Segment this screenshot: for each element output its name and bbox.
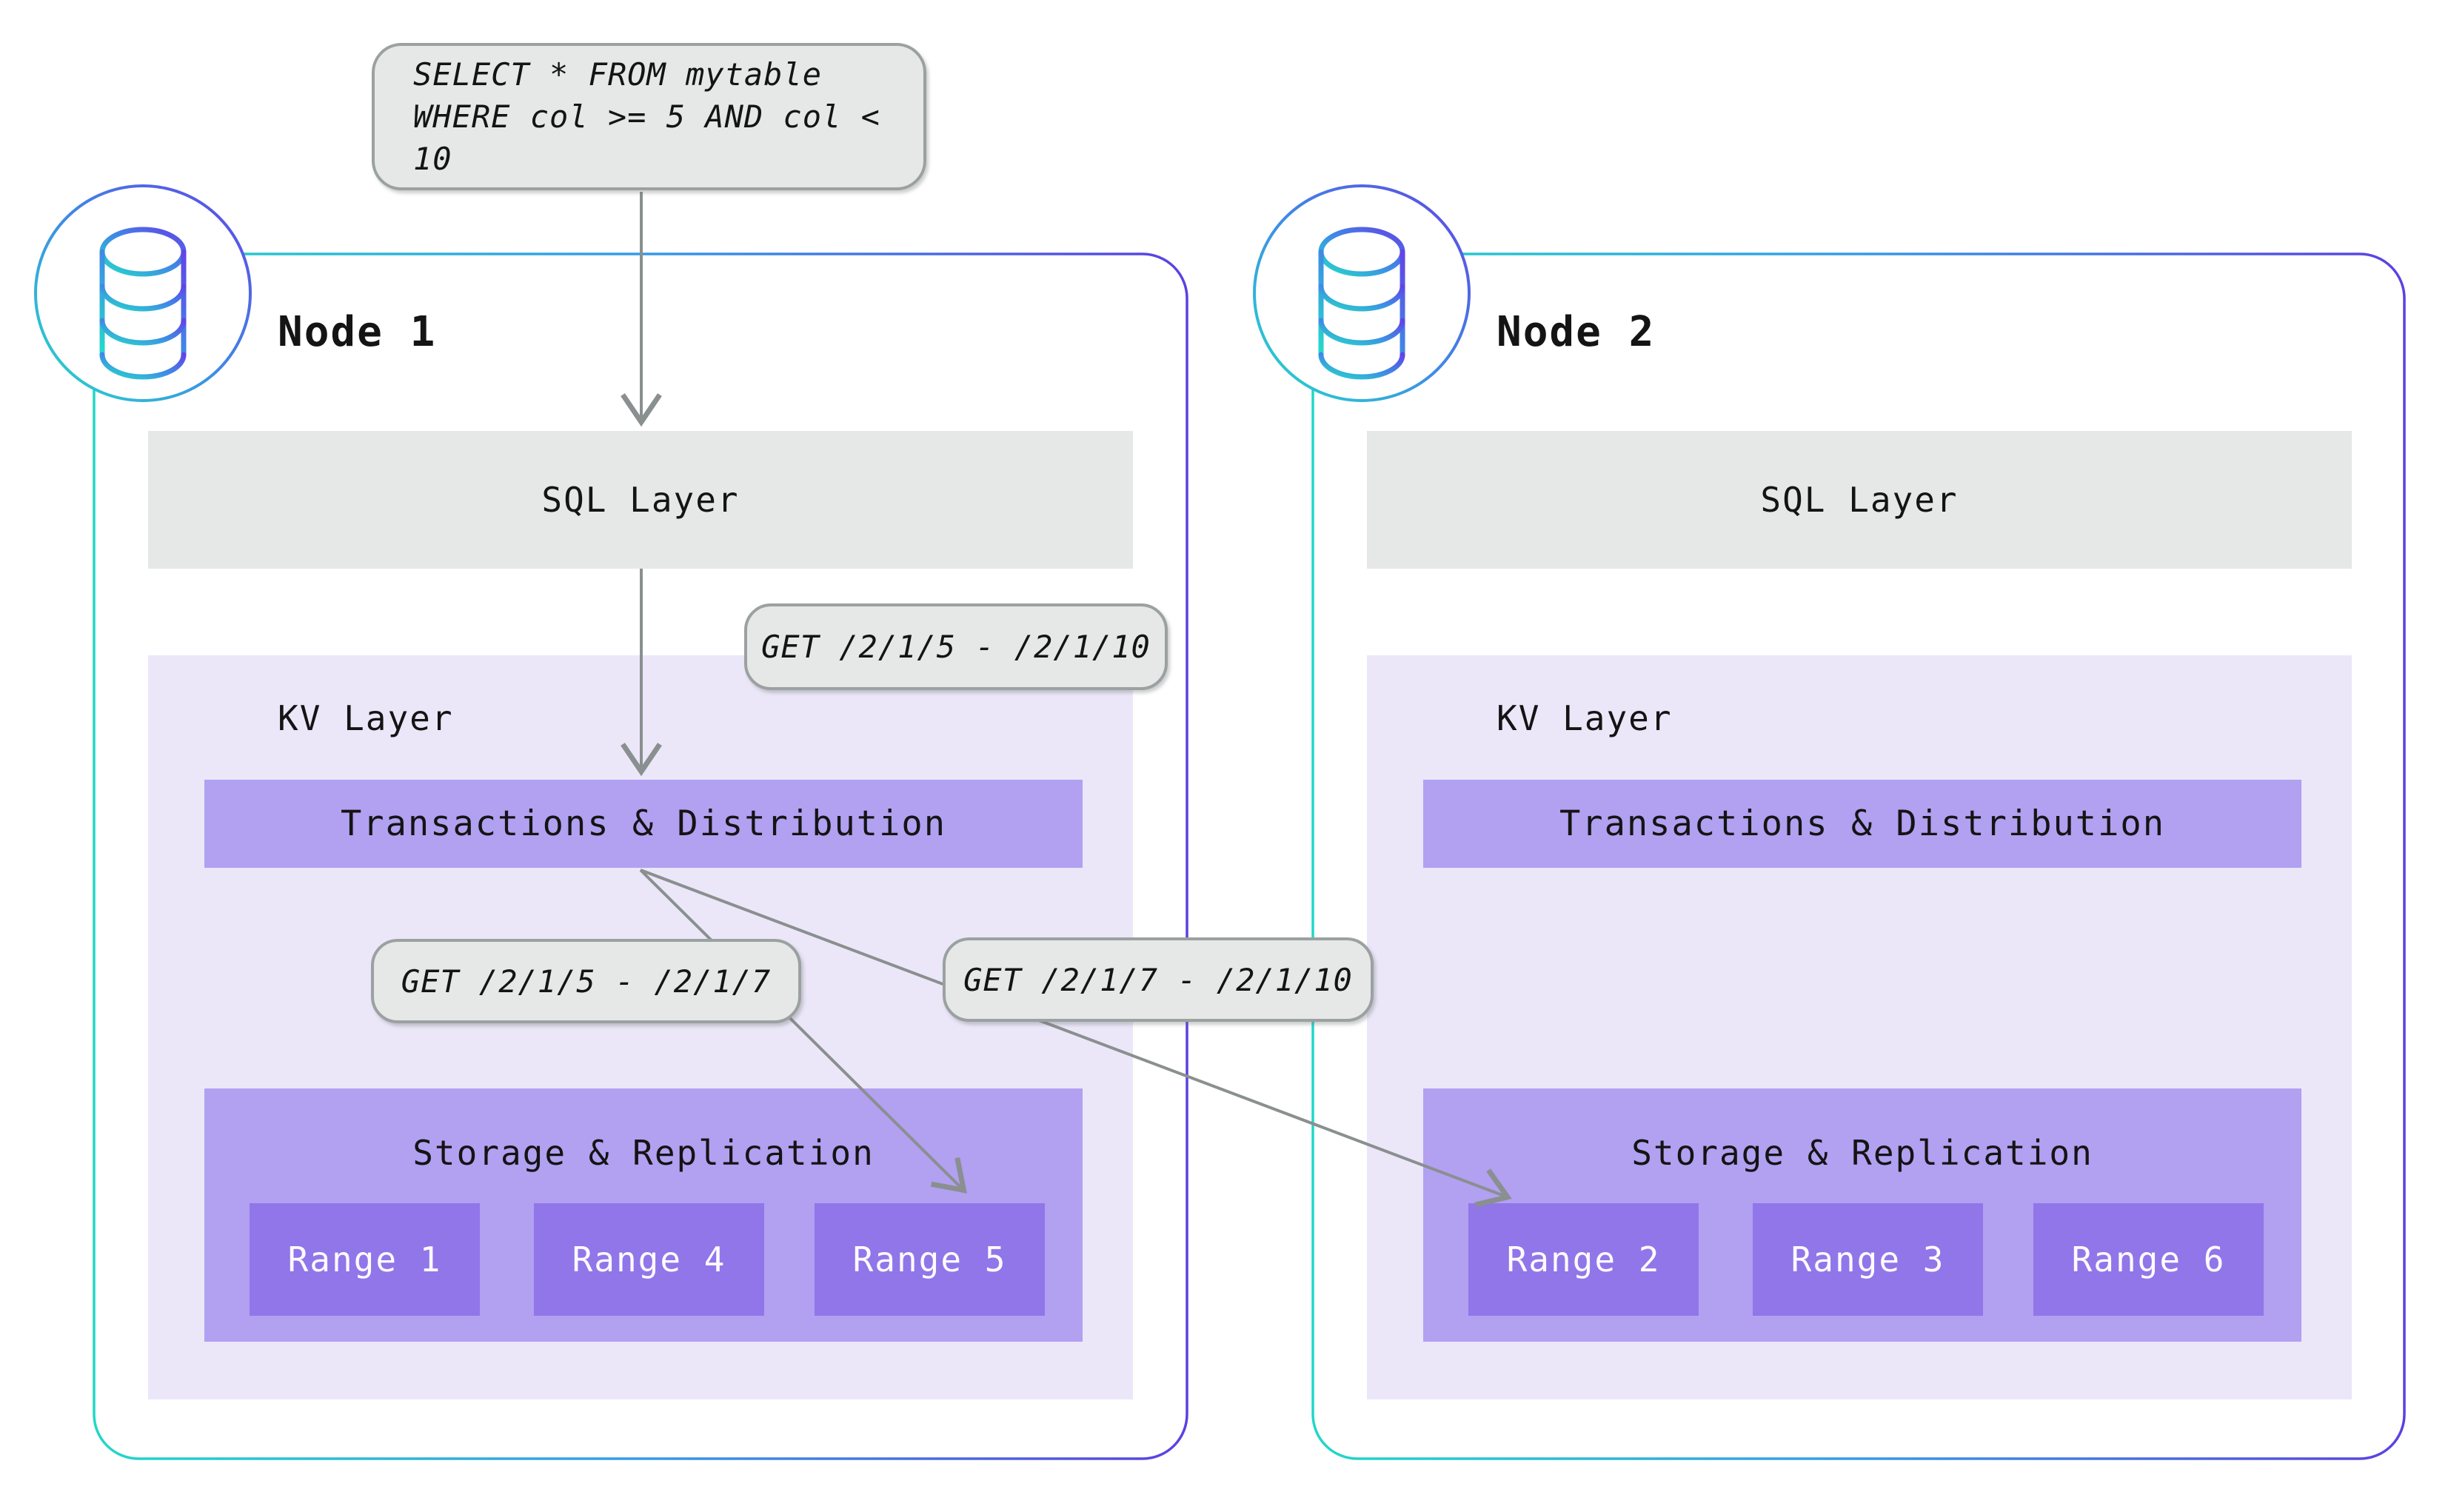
node-1-container: Node 1 SQL Layer KV Layer Transactions &…	[94, 254, 1187, 1459]
sql-layer-box: SQL Layer	[148, 431, 1133, 569]
get-range-callout: GET /2/1/5 - /2/1/7	[371, 939, 801, 1023]
storage-replication-box: Storage & Replication Range 1 Range 4 Ra…	[204, 1088, 1083, 1342]
kv-layer-label: KV Layer	[1497, 698, 1673, 738]
sql-query-line: WHERE col >= 5 AND col < 10	[413, 98, 880, 177]
storage-replication-box: Storage & Replication Range 2 Range 3 Ra…	[1423, 1088, 2301, 1342]
get-range-callout: GET /2/1/7 - /2/1/10	[943, 937, 1374, 1022]
transactions-distribution-bar: Transactions & Distribution	[1423, 780, 2301, 868]
kv-layer-box: KV Layer Transactions & Distribution Sto…	[1367, 655, 2352, 1399]
transactions-distribution-bar: Transactions & Distribution	[204, 780, 1083, 868]
range-box: Range 1	[250, 1203, 480, 1316]
sql-query-callout: SELECT * FROM mytable WHERE col >= 5 AND…	[372, 43, 926, 190]
storage-replication-label: Storage & Replication	[1631, 1133, 2093, 1173]
node-2-container: Node 2 SQL Layer KV Layer Transactions &…	[1313, 254, 2404, 1459]
sql-layer-box: SQL Layer	[1367, 431, 2352, 569]
get-range-callout: GET /2/1/5 - /2/1/10	[744, 603, 1168, 690]
range-box: Range 6	[2033, 1203, 2264, 1316]
range-box: Range 3	[1753, 1203, 1983, 1316]
range-box: Range 5	[815, 1203, 1045, 1316]
sql-query-line: SELECT * FROM mytable	[413, 56, 823, 93]
node-title: Node 2	[1497, 308, 1656, 356]
node-title: Node 1	[278, 308, 437, 356]
kv-layer-label: KV Layer	[278, 698, 454, 738]
storage-replication-label: Storage & Replication	[412, 1133, 875, 1173]
kv-layer-box: KV Layer Transactions & Distribution Sto…	[148, 655, 1133, 1399]
range-box: Range 2	[1468, 1203, 1699, 1316]
range-box: Range 4	[534, 1203, 764, 1316]
